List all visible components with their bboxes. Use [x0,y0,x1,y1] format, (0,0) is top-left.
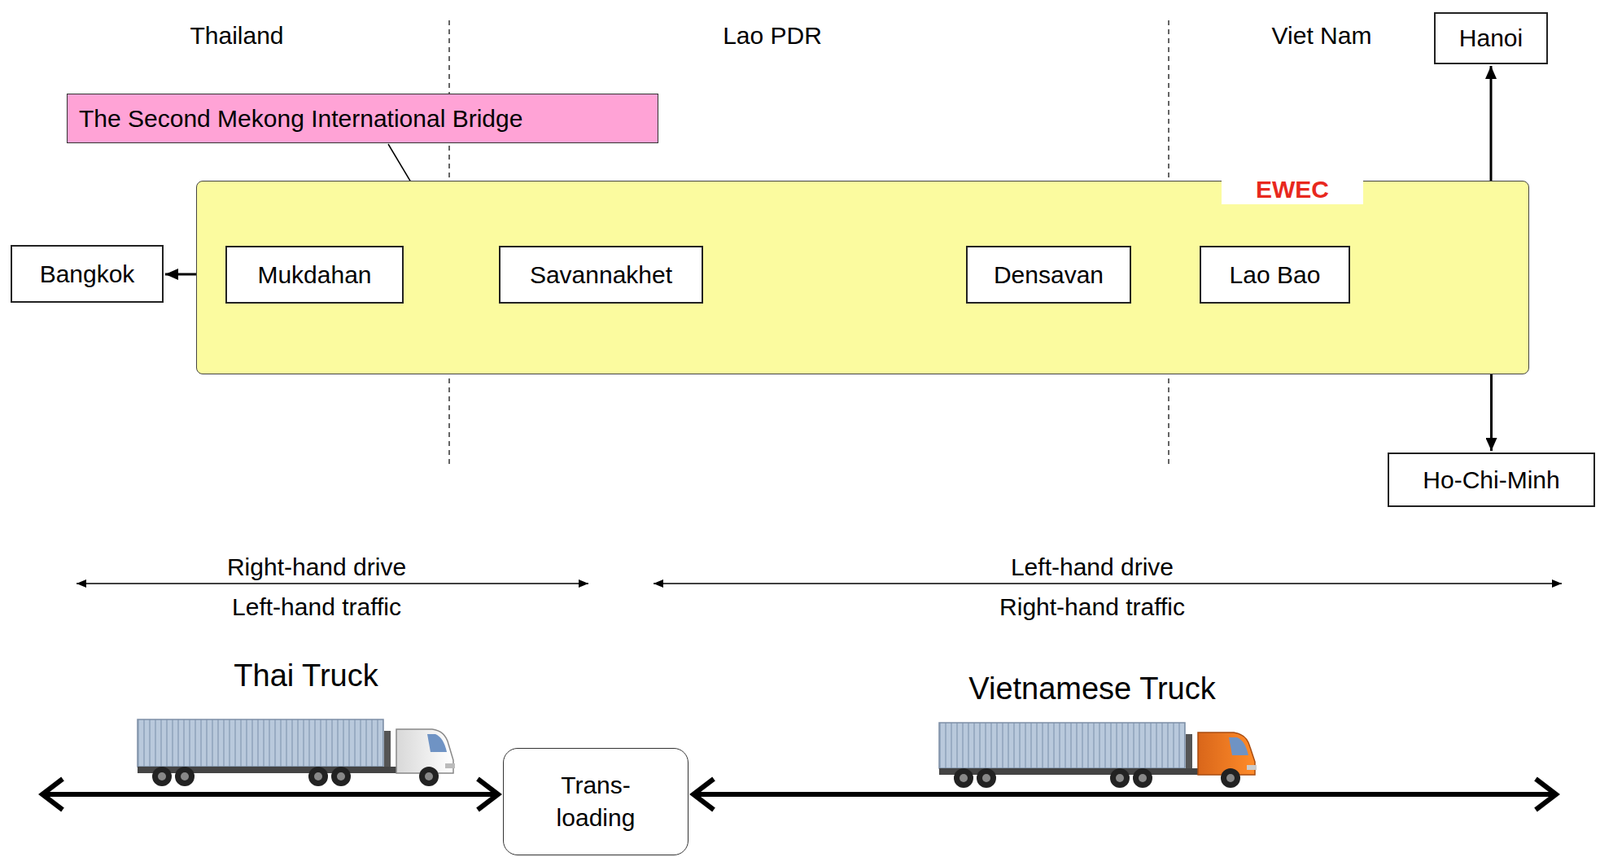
text-label: Lao PDR [720,21,825,51]
range-arrow [76,582,589,585]
route-arrow [693,791,1557,797]
text-label: Right-hand drive [224,553,409,582]
corridor-band: EWECMukdahanSavannakhetDensavanLao Bao [196,180,1530,375]
text-label: Thai Truck [231,658,381,695]
text-label: Viet Nam [1269,21,1375,51]
node-text: Hanoi [1459,24,1523,53]
text-label: Left-hand traffic [229,593,404,622]
callout-box: The Second Mekong International Bridge [66,93,659,144]
node-text: Bangkok [39,260,136,289]
corridor-heading: EWEC [1221,174,1364,205]
text-label: Thailand [187,21,286,51]
text-label: Vietnamese Truck [966,671,1218,708]
city-box: Mukdahan [225,245,404,304]
node-text: Densavan [993,261,1104,289]
city-box: Lao Bao [1199,245,1351,304]
truck-illustration [939,722,1257,788]
city-box: Savannakhet [498,245,704,304]
node-text: Mukdahan [257,261,372,289]
text-label: Left-hand drive [1008,553,1176,582]
city-box: Bangkok [10,244,164,303]
city-box: Densavan [966,245,1132,304]
node-text: Trans- loading [542,769,649,835]
node-text: Ho-Chi-Minh [1422,466,1560,494]
process-box: Trans- loading [502,747,689,856]
node-text: Savannakhet [529,261,673,289]
node-text: The Second Mekong International Bridge [78,104,523,133]
route-arrow [42,791,499,797]
city-box: Hanoi [1433,12,1548,65]
node-text: Lao Bao [1229,261,1321,289]
text-label: Right-hand traffic [996,593,1188,622]
truck-illustration [137,719,455,787]
city-box: Ho-Chi-Minh [1387,452,1596,508]
range-arrow [653,582,1562,585]
